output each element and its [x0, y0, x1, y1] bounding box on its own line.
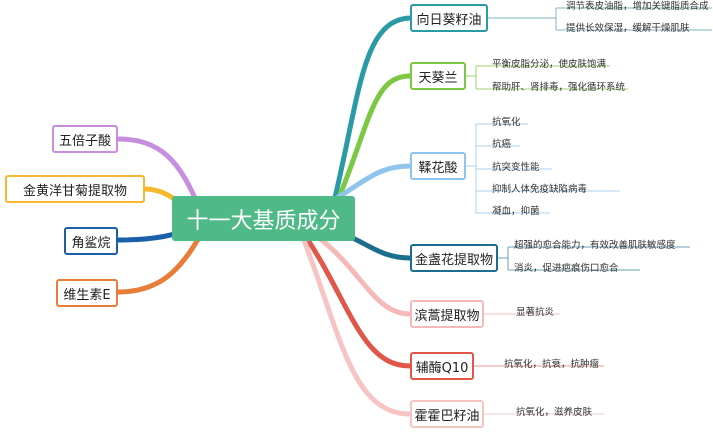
detail-text: 调节表皮油脂，增加关键脂质合成 [566, 1, 709, 12]
node-chamomile-extract[interactable]: 金黄洋甘菊提取物 [5, 175, 145, 203]
detail-text: 帮助肝、肾排毒，强化循环系统 [492, 82, 626, 93]
node-tiankuilan[interactable]: 天葵兰 [410, 62, 466, 90]
node-gallic-acid[interactable]: 五倍子酸 [52, 125, 118, 153]
node-coenzyme-q10[interactable]: 辅酶Q10 [410, 352, 474, 380]
node-vitamin-e[interactable]: 维生素E [56, 279, 118, 307]
branch-line [297, 229, 411, 417]
node-sunflower-seed-oil[interactable]: 向日葵籽油 [410, 4, 488, 32]
detail-text: 抑制人体免疫缺陷病毒 [492, 184, 588, 195]
node-artemisia-extract[interactable]: 滨蒿提取物 [410, 300, 484, 328]
detail-text: 显著抗炎 [516, 307, 555, 318]
detail-text: 提供长效保湿，缓解干燥肌肤 [566, 23, 690, 34]
branch-line [117, 136, 203, 211]
branch-line [327, 73, 411, 220]
node-jojoba-seed-oil[interactable]: 霍霍巴籽油 [410, 400, 484, 428]
detail-text: 抗突变性能 [492, 162, 540, 173]
detail-text: 抗氧化，抗衰，抗肿瘤 [504, 359, 600, 370]
branch-line [297, 226, 411, 369]
node-squalane[interactable]: 角鲨烷 [64, 227, 118, 255]
branch-line [327, 15, 411, 219]
node-ellagic-acid[interactable]: 鞣花酸 [410, 152, 466, 180]
detail-text: 消炎，促进疤痕伤口愈合 [514, 263, 619, 274]
node-calendula-extract[interactable]: 金盏花提取物 [410, 244, 498, 272]
detail-text: 平衡皮脂分泌，使皮肤饱满 [492, 59, 607, 70]
detail-text: 凝血，抑菌 [492, 206, 540, 217]
detail-text: 抗癌 [492, 139, 512, 150]
branch-line [117, 234, 203, 295]
central-topic[interactable]: 十一大基质成分 [172, 196, 355, 241]
detail-text: 抗氧化 [492, 117, 521, 128]
detail-text: 抗氧化，滋养皮肤 [516, 407, 593, 418]
detail-text: 超强的愈合能力，有效改善肌肤敏感度 [514, 240, 676, 251]
